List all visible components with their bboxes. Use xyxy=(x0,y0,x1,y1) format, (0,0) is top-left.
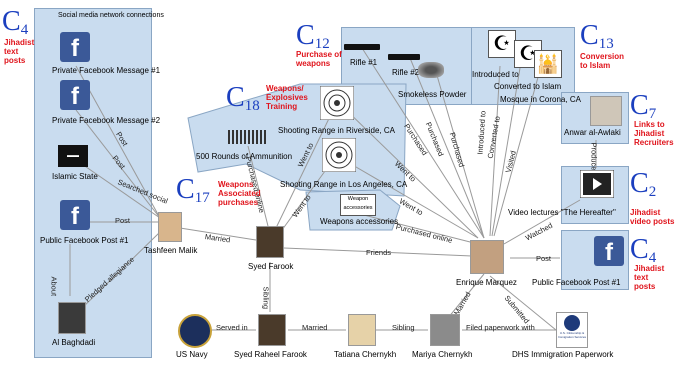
node-fb-message-2: Private Facebook Message #2 xyxy=(52,116,161,125)
cluster-note-c2: Jihadist video posts xyxy=(630,208,675,226)
node-dhs-paperwork: DHS Immigration Paperwork xyxy=(512,350,614,359)
node-smokeless-powder: Smokeless Powder xyxy=(398,90,467,99)
cluster-note-c17: Weapons Associated purchases xyxy=(218,180,261,207)
social-header: Social media network connections xyxy=(58,12,164,19)
cluster-id-c18: C18 xyxy=(226,84,260,120)
cluster-number: 13 xyxy=(598,36,614,52)
node-range-la: Shooting Range in Los Angeles, CA xyxy=(280,180,408,189)
cluster-id-c12: C12 xyxy=(296,22,330,58)
cluster-id-c2: C2 xyxy=(630,170,656,206)
raheel-photo xyxy=(258,314,286,346)
cluster-id-c4-right: C4 xyxy=(630,236,656,272)
facebook-icon: f xyxy=(60,200,90,230)
target-icon xyxy=(320,86,354,120)
cluster-note-c4-right: Jihadist text posts xyxy=(634,264,665,291)
cluster-note-c12: Purchase of weapons xyxy=(296,50,342,68)
edge-label-sibling-2: Sibling xyxy=(392,323,415,332)
node-islamic-state: Islamic State xyxy=(52,172,98,181)
node-enrique-marquez: Enrique Marquez xyxy=(456,278,517,287)
edge-label-served-in: Served in xyxy=(216,323,248,332)
cluster-number: 4 xyxy=(648,250,657,266)
cluster-letter: C xyxy=(630,168,649,199)
cluster-letter: C xyxy=(580,20,599,51)
facebook-icon: f xyxy=(60,32,90,62)
powder-icon xyxy=(418,62,444,78)
dhs-seal-icon: U.S. Citizenship & Immigration Services xyxy=(556,312,588,348)
node-converted-to-islam: Converted to Islam xyxy=(494,82,562,91)
cluster-note-c4: Jihadist text posts xyxy=(4,38,35,65)
edge-label-sibling-1: Sibling xyxy=(261,286,271,310)
node-al-baghdadi: Al Baghdadi xyxy=(52,338,96,347)
facebook-icon: f xyxy=(60,80,90,110)
node-mariya-chernykh: Mariya Chernykh xyxy=(412,350,473,359)
node-anwar-al-awlaki: Anwar al-Awlaki xyxy=(564,128,621,137)
rifle-icon xyxy=(344,44,380,50)
cluster-note-c13: Conversion to Islam xyxy=(580,52,625,70)
edge-label-post-d: Post xyxy=(536,254,552,263)
dhs-seal-caption: U.S. Citizenship & Immigration Services xyxy=(557,331,586,339)
us-navy-seal-icon xyxy=(178,314,212,348)
cluster-letter: C xyxy=(2,6,21,37)
syed-photo xyxy=(256,226,284,258)
cluster-letter: C xyxy=(176,174,195,205)
cluster-id-c17: C17 xyxy=(176,176,210,212)
cluster-number: 12 xyxy=(314,36,330,52)
crescent-icon: ☪ xyxy=(514,40,542,68)
node-weapon-accessories: Weapons accessories xyxy=(320,217,399,226)
node-video-lectures: Video lectures "The Hereafter" xyxy=(508,208,616,217)
islamic-state-flag-icon: ▬▬ xyxy=(58,145,88,167)
edge-label-married-2: Married xyxy=(302,323,328,332)
node-mosque: Mosque in Corona, CA xyxy=(500,95,581,104)
cluster-letter: C xyxy=(296,20,315,51)
node-syed-farook: Syed Farook xyxy=(248,262,294,271)
edge-label-filed: Filed paperwork with xyxy=(466,323,535,332)
tatiana-photo xyxy=(348,314,376,346)
cluster-id-c13: C13 xyxy=(580,22,614,58)
ammunition-icon xyxy=(228,130,268,144)
cluster-letter: C xyxy=(630,90,649,121)
cluster-id-c4: C4 xyxy=(2,8,28,44)
cluster-note-c7: Links to Jihadist Recruiters xyxy=(634,120,674,147)
facebook-icon: f xyxy=(594,236,624,266)
cluster-note-c18: Weapons/ Explosives Training xyxy=(266,84,308,111)
cluster-number: 18 xyxy=(244,98,260,114)
cluster-number: 4 xyxy=(20,22,29,38)
weapon-accessories-icon: Weapon accessories xyxy=(340,194,376,216)
mosque-icon: 🕌 xyxy=(534,50,562,78)
video-icon xyxy=(580,170,614,198)
enrique-photo xyxy=(470,240,504,274)
awlaki-photo xyxy=(590,96,622,126)
node-tatiana-chernykh: Tatiana Chernykh xyxy=(334,350,397,359)
tashfeen-photo xyxy=(158,212,182,242)
edge-label-post-c: Post xyxy=(115,216,131,225)
cluster-id-c7: C7 xyxy=(630,92,656,128)
node-us-navy: US Navy xyxy=(176,350,208,359)
crescent-icon: ☪ xyxy=(488,30,516,58)
edge-label-friends: Friends xyxy=(366,248,392,257)
node-fb-post-right: Public Facebook Post #1 xyxy=(532,278,621,287)
cluster-letter: C xyxy=(226,82,245,113)
node-fb-message-1: Private Facebook Message #1 xyxy=(52,66,161,75)
target-icon xyxy=(322,138,356,172)
mariya-photo xyxy=(430,314,460,346)
node-fb-post-left: Public Facebook Post #1 xyxy=(40,236,129,245)
cluster-number: 17 xyxy=(194,190,210,206)
node-syed-raheel-farook: Syed Raheel Farook xyxy=(234,350,307,359)
node-rifle-1: Rifle #1 xyxy=(350,58,378,67)
cluster-number: 2 xyxy=(648,184,657,200)
node-ammunition: 500 Rounds of Ammunition xyxy=(196,152,293,161)
rifle-icon xyxy=(388,54,420,60)
edge-label-about: About xyxy=(49,276,59,297)
node-tashfeen-malik: Tashfeen Malik xyxy=(144,246,198,255)
node-range-riverside: Shooting Range in Riverside, CA xyxy=(278,126,395,135)
node-introduced-to: Introduced to xyxy=(472,70,519,79)
cluster-letter: C xyxy=(630,234,649,265)
node-rifle-2: Rifle #2 xyxy=(392,68,420,77)
cluster-number: 7 xyxy=(648,106,657,122)
al-baghdadi-photo xyxy=(58,302,86,334)
